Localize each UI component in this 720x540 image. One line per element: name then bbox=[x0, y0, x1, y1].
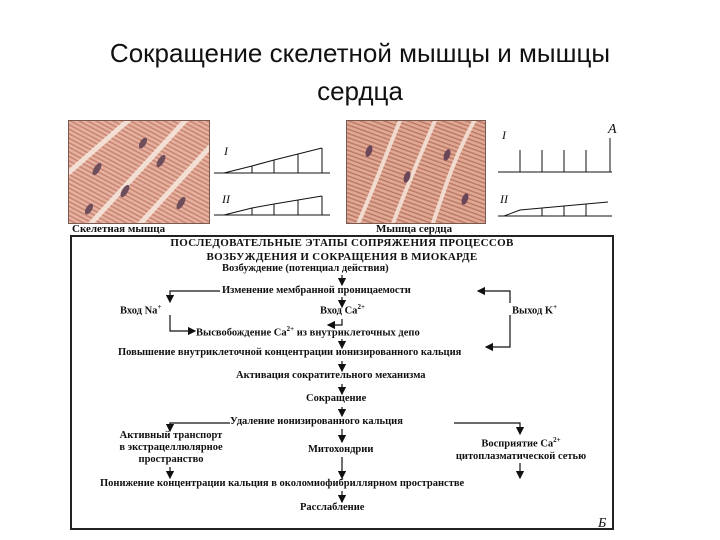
ca-release-sup: 2+ bbox=[286, 325, 295, 333]
cardiac-traces bbox=[498, 138, 612, 217]
stage-relaxation: Расслабление bbox=[300, 502, 365, 513]
active-transport-line-1: Активный транспорт bbox=[119, 430, 223, 441]
ca-uptake-sup: 2+ bbox=[553, 436, 561, 444]
slide-title-line-1: Сокращение скелетной мышцы и мышцы bbox=[109, 38, 611, 68]
cardiac-muscle-micrograph bbox=[346, 120, 486, 224]
panel-label-a: A bbox=[608, 122, 617, 137]
na-entry-text: Вход Na bbox=[120, 305, 158, 317]
scheme-heading-line-1: ПОСЛЕДОВАТЕЛЬНЫЕ ЭТАПЫ СОПРЯЖЕНИЯ ПРОЦЕС… bbox=[170, 237, 514, 249]
slide-title-line-2: сердца bbox=[317, 76, 403, 106]
stage-mitochondria: Митохондрии bbox=[308, 444, 374, 455]
skeletal-muscle-caption: Скелетная мышца bbox=[72, 223, 166, 235]
stage-excitation: Возбуждение (потенциал действия) bbox=[222, 263, 389, 274]
stage-k-exit: Выход K+ bbox=[512, 303, 557, 317]
stage-ca-increase: Повышение внутриклеточной концентрации и… bbox=[118, 347, 462, 358]
cardiac-label-ii: II bbox=[500, 192, 508, 206]
stage-ca-removal: Удаление ионизированного кальция bbox=[230, 416, 403, 427]
stage-membrane-permeability: Изменение мембранной проницаемости bbox=[222, 285, 411, 296]
stage-ca-decrease: Понижение концентрации кальция в околоми… bbox=[100, 478, 465, 489]
stage-activation: Активация сократительного механизма bbox=[236, 370, 426, 381]
scheme-heading-line-2: ВОЗБУЖДЕНИЯ И СОКРАЩЕНИЯ В МИОКАРДЕ bbox=[206, 251, 478, 263]
cardiac-muscle-caption: Мышца сердца bbox=[376, 223, 453, 235]
stage-ca-uptake: Восприятие Ca2+ цитоплазматической сетью bbox=[436, 434, 606, 463]
active-transport-line-2: в экстрацеллюлярное bbox=[119, 442, 223, 453]
active-transport-line-3: пространство bbox=[138, 454, 204, 465]
cardiac-label-i: I bbox=[502, 128, 506, 142]
stage-active-transport: Активный транспорт в экстрацеллюлярное п… bbox=[96, 430, 246, 466]
stage-contraction: Сокращение bbox=[306, 393, 367, 404]
ca-release-text: Высвобождение Ca bbox=[196, 327, 287, 339]
ca-uptake-line-2: цитоплазматической сетью bbox=[455, 450, 587, 462]
slide-title: Сокращение скелетной мышцы и мышцы сердц… bbox=[0, 34, 720, 110]
k-exit-text: Выход K bbox=[512, 305, 554, 317]
skeletal-label-i: I bbox=[224, 144, 228, 158]
scheme-box bbox=[70, 235, 614, 530]
skeletal-label-ii: II bbox=[222, 192, 230, 206]
ca-release-post: из внутриклеточных депо bbox=[294, 327, 420, 339]
na-entry-sup: + bbox=[157, 303, 162, 311]
ca-entry-sup: 2+ bbox=[357, 303, 365, 311]
stage-ca-release: Высвобождение Ca2+ из внутриклеточных де… bbox=[196, 325, 420, 339]
scheme-arrows bbox=[165, 275, 525, 504]
stage-na-entry: Вход Na+ bbox=[120, 303, 161, 317]
k-exit-sup: + bbox=[553, 303, 558, 311]
stage-ca-entry: Вход Ca2+ bbox=[320, 303, 365, 317]
ca-entry-text: Вход Ca bbox=[320, 305, 358, 317]
ca-uptake-text: Восприятие Ca bbox=[481, 438, 554, 450]
panel-label-b: Б bbox=[598, 516, 607, 531]
skeletal-muscle-micrograph bbox=[68, 120, 210, 224]
skeletal-traces bbox=[214, 147, 330, 216]
